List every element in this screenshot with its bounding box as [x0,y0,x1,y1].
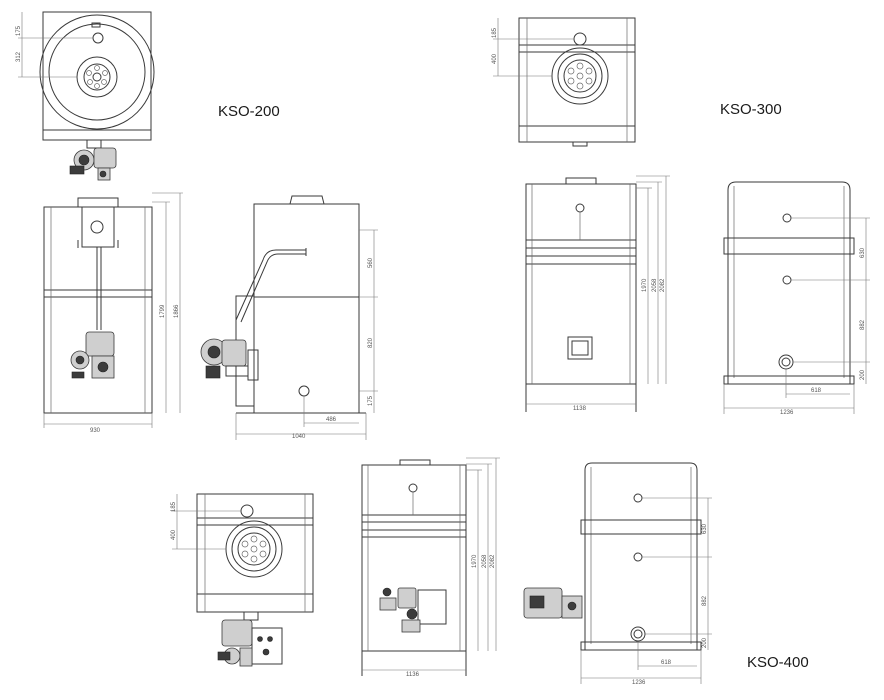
kso400-dim-front-2058: 2058 [482,554,488,568]
kso200-dim-front-h1: 1799 [160,304,166,318]
kso300-back-view: 630 882 200 618 1236 [723,181,870,416]
kso300-front-view: 1138 1970 2058 2082 [525,175,670,412]
kso300-dim-back-618: 618 [811,388,822,394]
kso200-dim-side-560: 560 [368,257,374,268]
kso400-dim-back-618: 618 [661,660,672,666]
kso300-group: KSO-300 185 400 [492,17,870,416]
kso200-top-view: 175 312 [16,11,155,181]
kso300-dim-back-882: 882 [860,319,866,330]
kso300-top-view: 185 400 [492,17,636,147]
kso300-dim-front-2082: 2082 [660,278,666,292]
kso300-dim-back-630: 630 [860,247,866,258]
kso300-dim-back-width: 1236 [780,410,794,416]
kso200-dim-front-h2: 1866 [174,304,180,318]
kso400-model-label: KSO-400 [747,654,809,671]
kso300-model-label: KSO-300 [720,101,782,118]
kso200-dim-top-312: 312 [16,51,22,62]
kso400-dim-front-1970: 1970 [472,554,478,568]
kso300-dim-top-185: 185 [492,27,498,38]
kso300-dim-top-400: 400 [492,53,498,64]
kso400-dim-back-630: 630 [702,523,708,534]
kso200-dim-top-175: 175 [16,25,22,36]
kso400-group: KSO-400 185 400 [171,457,809,686]
kso200-dim-side-486: 486 [326,417,337,423]
kso400-dim-back-882: 882 [702,595,708,606]
kso400-dim-back-200: 200 [702,637,708,648]
kso200-side-view: 560 820 175 486 1040 [200,195,378,440]
kso200-dim-side-820: 820 [368,337,374,348]
kso200-dim-side-width: 1040 [292,434,306,440]
kso200-model-label: KSO-200 [218,103,280,120]
kso200-front-view: 930 1799 1866 [43,192,183,434]
kso200-dim-side-175: 175 [368,395,374,406]
kso400-dim-top-185: 185 [171,501,177,512]
kso300-dim-front-1970: 1970 [642,278,648,292]
kso300-dim-back-200: 200 [860,369,866,380]
kso300-dim-front-width: 1138 [573,406,587,412]
kso200-dim-front-width: 930 [90,428,101,434]
kso400-dim-front-width: 1136 [406,672,420,678]
kso400-dim-top-400: 400 [171,529,177,540]
kso400-top-view: 185 400 [171,493,314,667]
kso400-front-view: 1136 1970 2058 2082 [361,457,500,678]
kso300-dim-front-2058: 2058 [652,278,658,292]
kso400-back-view: 630 882 200 618 1236 [523,462,712,686]
kso400-dim-front-2082: 2082 [490,554,496,568]
kso200-group: KSO-200 175 312 [16,11,378,440]
kso400-dim-back-width: 1236 [632,680,646,686]
